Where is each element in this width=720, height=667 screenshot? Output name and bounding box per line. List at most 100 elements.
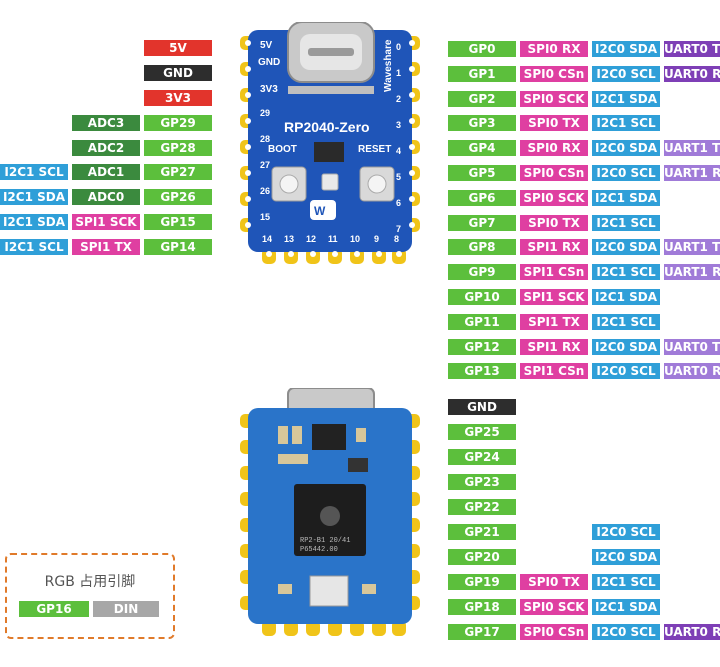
right-pin-gp2: GP2 bbox=[448, 90, 516, 107]
bottom-i2c-label: I2C1 SDA bbox=[592, 599, 660, 615]
left-pin-gp27: GP27 bbox=[144, 164, 212, 180]
bottom-uart-label: UART0 R bbox=[664, 624, 720, 640]
left-pin-gp15: GP15 bbox=[144, 214, 212, 230]
left-adc-label: ADC3 bbox=[72, 115, 140, 131]
right-uart-label: UART0 R bbox=[664, 65, 720, 82]
right-pin-gp8: GP8 bbox=[448, 239, 516, 256]
right-pin-gp11: GP11 bbox=[448, 313, 516, 330]
right-pin-gp13: GP13 bbox=[448, 363, 516, 380]
svg-text:W: W bbox=[314, 204, 326, 218]
right-uart-label: UART1 R bbox=[664, 264, 720, 281]
right-pin-gp9: GP9 bbox=[448, 264, 516, 281]
right-pin-gp6: GP6 bbox=[448, 189, 516, 206]
board-bottom-view: RP2-B1 20/41 P65442.00 bbox=[240, 388, 420, 636]
left-number: 15 bbox=[260, 212, 270, 222]
bottom-number: 12 bbox=[306, 234, 316, 244]
reset-label: RESET bbox=[358, 144, 391, 155]
bottom-spi-label: SPI0 SCK bbox=[520, 599, 588, 615]
right-pin-gp1: GP1 bbox=[448, 65, 516, 82]
left-pin-gnd: GND bbox=[144, 65, 212, 81]
left-adc-label: ADC2 bbox=[72, 140, 140, 156]
right-number: 2 bbox=[396, 94, 401, 104]
right-spi-label: SPI0 TX bbox=[520, 115, 588, 132]
left-adc-label: ADC1 bbox=[72, 164, 140, 180]
left-i2c-label: I2C1 SCL bbox=[0, 164, 68, 180]
right-spi-label: SPI0 CSn bbox=[520, 165, 588, 181]
bottom-number: 11 bbox=[328, 234, 338, 244]
right-spi-label: SPI1 CSn bbox=[520, 264, 588, 281]
right-spi-label: SPI0 SCK bbox=[520, 189, 588, 206]
right-i2c-label: I2C0 SCL bbox=[592, 165, 660, 181]
waveshare-logo bbox=[310, 200, 336, 220]
right-pin-gp0: GP0 bbox=[448, 41, 516, 57]
bottom-number: 14 bbox=[262, 234, 272, 244]
board-top-view: 5V GND 3V3 Waveshare RP2040-Zero BOOT RE… bbox=[240, 22, 420, 264]
bottom-pin-gp21: GP21 bbox=[448, 524, 516, 540]
bottom-number: 8 bbox=[394, 234, 399, 244]
left-number: 27 bbox=[260, 160, 270, 170]
right-i2c-label: I2C0 SDA bbox=[592, 41, 660, 57]
boot-label: BOOT bbox=[268, 144, 297, 155]
board-brand-label: Waveshare bbox=[383, 39, 394, 92]
right-pin-gp12: GP12 bbox=[448, 338, 516, 355]
right-spi-label: SPI1 TX bbox=[520, 313, 588, 330]
right-spi-label: SPI0 RX bbox=[520, 140, 588, 157]
rgb-led bbox=[321, 173, 339, 191]
bottom-pin-gp23: GP23 bbox=[448, 474, 516, 490]
left-pin-gp29: GP29 bbox=[144, 115, 212, 131]
bottom-i2c-label: I2C0 SCL bbox=[592, 524, 660, 540]
right-uart-label: UART1 T bbox=[664, 140, 720, 157]
right-spi-label: SPI1 SCK bbox=[520, 289, 588, 305]
left-pin-gp28: GP28 bbox=[144, 140, 212, 156]
bottom-pin-gp18: GP18 bbox=[448, 599, 516, 615]
board-title: RP2040-Zero bbox=[284, 119, 370, 135]
legend-pin: GP16 bbox=[19, 601, 89, 617]
left-pin-3v3: 3V3 bbox=[144, 90, 212, 106]
bottom-pin-gp22: GP22 bbox=[448, 499, 516, 515]
bottom-i2c-label: I2C0 SDA bbox=[592, 549, 660, 565]
reset-button bbox=[359, 166, 395, 202]
right-number: 3 bbox=[396, 120, 401, 130]
right-pin-gp7: GP7 bbox=[448, 214, 516, 231]
raspberry-logo bbox=[320, 506, 340, 526]
right-i2c-label: I2C0 SDA bbox=[592, 140, 660, 157]
right-spi-label: SPI1 CSn bbox=[520, 363, 588, 380]
right-number: 0 bbox=[396, 42, 401, 52]
right-i2c-label: I2C1 SCL bbox=[592, 264, 660, 281]
bottom-pin-gnd: GND bbox=[448, 399, 516, 415]
right-i2c-label: I2C0 SDA bbox=[592, 239, 660, 256]
left-spi-label: SPI1 TX bbox=[72, 239, 140, 255]
right-spi-label: SPI0 RX bbox=[520, 41, 588, 57]
right-i2c-label: I2C1 SDA bbox=[592, 289, 660, 305]
left-number: 29 bbox=[260, 108, 270, 118]
bottom-spi-label: SPI0 TX bbox=[520, 574, 588, 590]
right-number: 5 bbox=[396, 172, 401, 182]
right-pin-gp3: GP3 bbox=[448, 115, 516, 132]
left-i2c-label: I2C1 SCL bbox=[0, 239, 68, 255]
right-i2c-label: I2C1 SCL bbox=[592, 214, 660, 231]
right-number: 1 bbox=[396, 68, 401, 78]
left-number: 28 bbox=[260, 134, 270, 144]
right-i2c-label: I2C1 SDA bbox=[592, 189, 660, 206]
right-number: 4 bbox=[396, 146, 401, 156]
left-pin-gp26: GP26 bbox=[144, 189, 212, 205]
left-i2c-label: I2C1 SDA bbox=[0, 189, 68, 205]
right-uart-label: UART1 R bbox=[664, 165, 720, 181]
bottom-pin-gp19: GP19 bbox=[448, 574, 516, 590]
right-uart-label: UART0 R bbox=[664, 363, 720, 380]
left-number: 26 bbox=[260, 186, 270, 196]
right-pin-gp10: GP10 bbox=[448, 289, 516, 305]
rgb-legend-title: RGB 占用引脚 bbox=[44, 574, 136, 590]
right-spi-label: SPI1 RX bbox=[520, 239, 588, 256]
bottom-i2c-label: I2C1 SCL bbox=[592, 574, 660, 590]
rgb-legend-box: RGB 占用引脚 GP16 DIN bbox=[5, 553, 175, 639]
board-3v3-label: 3V3 bbox=[260, 84, 278, 95]
right-i2c-label: I2C1 SDA bbox=[592, 90, 660, 107]
bottom-number: 13 bbox=[284, 234, 294, 244]
bottom-spi-label: SPI0 CSn bbox=[520, 624, 588, 640]
bottom-pin-gp17: GP17 bbox=[448, 624, 516, 640]
right-uart-label: UART1 T bbox=[664, 239, 720, 256]
bottom-number: 10 bbox=[350, 234, 360, 244]
right-i2c-label: I2C0 SCL bbox=[592, 363, 660, 380]
right-uart-label: UART0 T bbox=[664, 338, 720, 355]
